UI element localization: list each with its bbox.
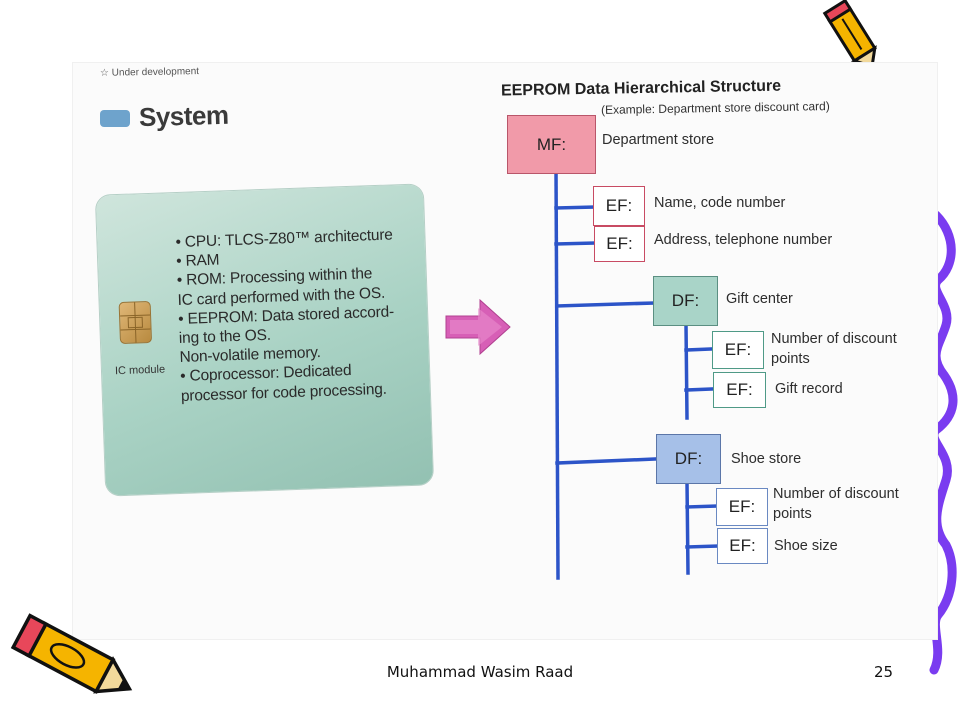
footer-author: Muhammad Wasim Raad	[386, 663, 574, 681]
ef-name-node: EF:	[593, 186, 645, 226]
ef-shoe-points-node: EF:	[716, 488, 768, 526]
df-shoe-tag: DF:	[674, 449, 703, 468]
mf-tag: MF:	[536, 134, 567, 154]
mf-label: Department store	[602, 132, 715, 148]
ef-gift-points-label-line2: points	[771, 351, 810, 367]
ic-card: IC module • CPU: TLCS-Z80™ architecture …	[95, 184, 434, 496]
ef-address-tag: EF:	[606, 234, 633, 253]
pencil-icon	[822, 0, 877, 66]
ef-shoe-size-tag: EF:	[729, 536, 756, 555]
page-number: 25	[874, 663, 894, 681]
mf-node: MF:	[507, 115, 596, 174]
ef-gift-points-label-line1: Number of discount	[771, 331, 897, 347]
chip-contacts	[120, 302, 151, 343]
df-gift-label: Gift center	[726, 291, 793, 307]
ef-gift-points-node: EF:	[712, 331, 764, 369]
df-gift-node: DF:	[653, 276, 718, 326]
ef-shoe-points-tag: EF:	[728, 497, 756, 516]
pencil-icon	[10, 613, 133, 694]
ef-gift-record-tag: EF:	[726, 380, 753, 399]
ef-name-tag: EF:	[605, 196, 633, 215]
ef-gift-record-node: EF:	[713, 372, 766, 408]
df-shoe-node: DF:	[656, 434, 721, 484]
ef-gift-points-tag: EF:	[724, 340, 752, 359]
ef-shoe-points-label-line2: points	[773, 506, 812, 522]
chip-icon	[118, 300, 153, 345]
arrow-right-icon	[445, 298, 511, 356]
df-gift-tag: DF:	[671, 291, 700, 310]
ef-address-label: Address, telephone number	[654, 232, 833, 248]
system-marker	[100, 110, 130, 127]
ef-name-label: Name, code number	[654, 195, 786, 211]
ef-gift-record-label: Gift record	[775, 381, 843, 397]
ef-shoe-size-label: Shoe size	[774, 538, 838, 554]
ef-shoe-points-label-line1: Number of discount	[773, 486, 899, 502]
ef-shoe-size-node: EF:	[717, 528, 768, 564]
ef-address-node: EF:	[594, 226, 645, 262]
df-shoe-label: Shoe store	[731, 451, 802, 467]
